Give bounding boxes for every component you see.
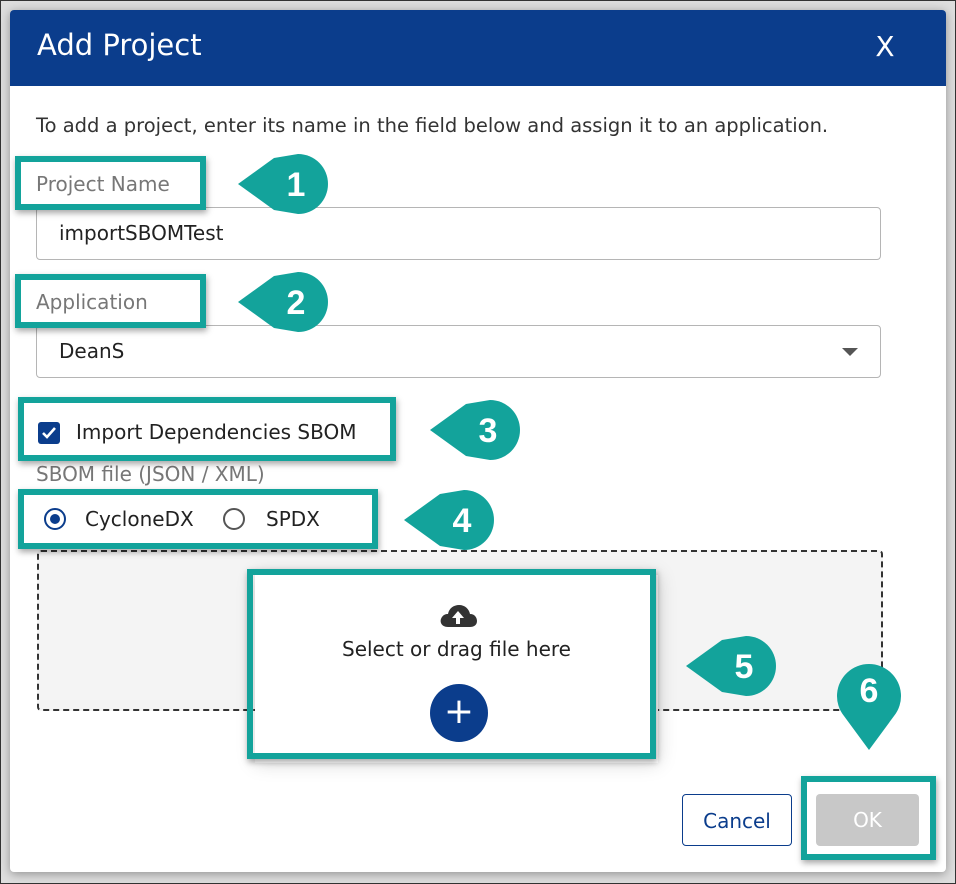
highlight-project-name [15,156,206,210]
callout-4-marker [404,490,494,550]
project-name-label: Project Name [36,172,170,196]
checkmark-icon [42,427,56,439]
callout-6-marker [837,664,901,750]
dialog-instructions: To add a project, enter its name in the … [36,114,829,137]
spdx-label: SPDX [266,507,320,531]
application-label: Application [36,290,148,314]
add-project-dialog: Add Project X To add a project, enter it… [10,10,946,872]
ok-button[interactable]: OK [816,794,919,846]
cyclonedx-radio[interactable] [44,508,66,530]
callout-2-marker [238,272,328,332]
application-value: DeanS [59,339,125,363]
dialog-header: Add Project X [10,10,946,86]
close-icon[interactable]: X [875,30,895,63]
sbom-file-label: SBOM file (JSON / XML) [36,462,265,486]
highlight-application [15,274,206,328]
callout-6-number: 6 [859,672,879,710]
add-file-button[interactable]: + [430,684,488,742]
callout-1-marker [238,154,328,214]
cyclonedx-label: CycloneDX [85,507,194,531]
spdx-radio[interactable] [223,508,245,530]
highlight-ok [801,776,936,860]
dialog-title: Add Project [37,28,202,62]
highlight-sbom-format [18,489,378,549]
callout-5-marker [686,636,776,696]
application-select[interactable]: DeanS [36,325,881,378]
cloud-upload-icon [440,605,477,627]
import-sbom-checkbox[interactable] [38,422,60,444]
cancel-button[interactable]: Cancel [682,794,792,846]
highlight-import-sbom [18,397,396,461]
project-name-input[interactable]: importSBOMTest [36,207,881,260]
import-sbom-label: Import Dependencies SBOM [76,420,357,444]
callout-5-number: 5 [734,648,754,686]
project-name-value: importSBOMTest [59,221,224,245]
callout-4-number: 4 [452,502,472,540]
callout-2-number: 2 [286,284,306,322]
callout-3-number: 3 [478,412,498,450]
chevron-down-icon [842,348,858,356]
callout-3-marker [430,400,520,460]
highlight-upload [247,569,656,759]
drop-text: Select or drag file here [342,637,571,661]
callout-1-number: 1 [286,166,306,204]
